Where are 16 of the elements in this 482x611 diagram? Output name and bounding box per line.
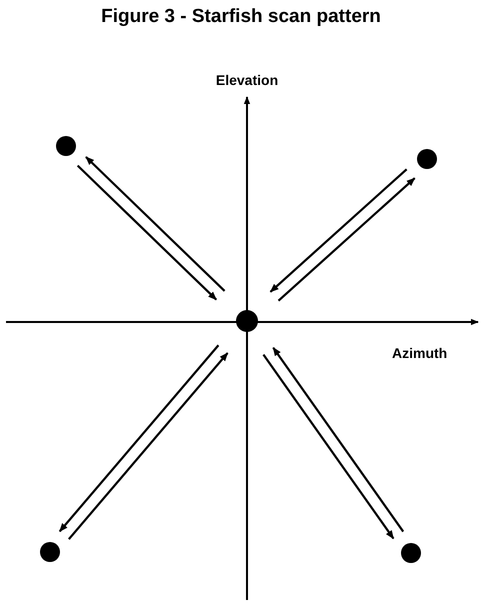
scan-point-dot xyxy=(56,136,76,156)
scan-point-dot xyxy=(40,542,60,562)
scan-arrow xyxy=(278,177,416,302)
scan-arrow xyxy=(85,156,226,292)
axis-label: Azimuth xyxy=(392,345,448,361)
scan-arrow xyxy=(272,347,404,532)
scan-arrow xyxy=(76,164,217,300)
scan-arrow xyxy=(270,168,408,293)
scan-arrow xyxy=(262,354,394,540)
scan-point-dot xyxy=(236,310,258,332)
scan-point-dot xyxy=(401,543,421,563)
figure-title: Figure 3 - Starfish scan pattern xyxy=(100,6,382,28)
scan-arrow xyxy=(58,344,220,532)
axis-label: Elevation xyxy=(214,72,280,88)
scan-arrow xyxy=(68,352,228,540)
scan-point-dot xyxy=(417,149,437,169)
